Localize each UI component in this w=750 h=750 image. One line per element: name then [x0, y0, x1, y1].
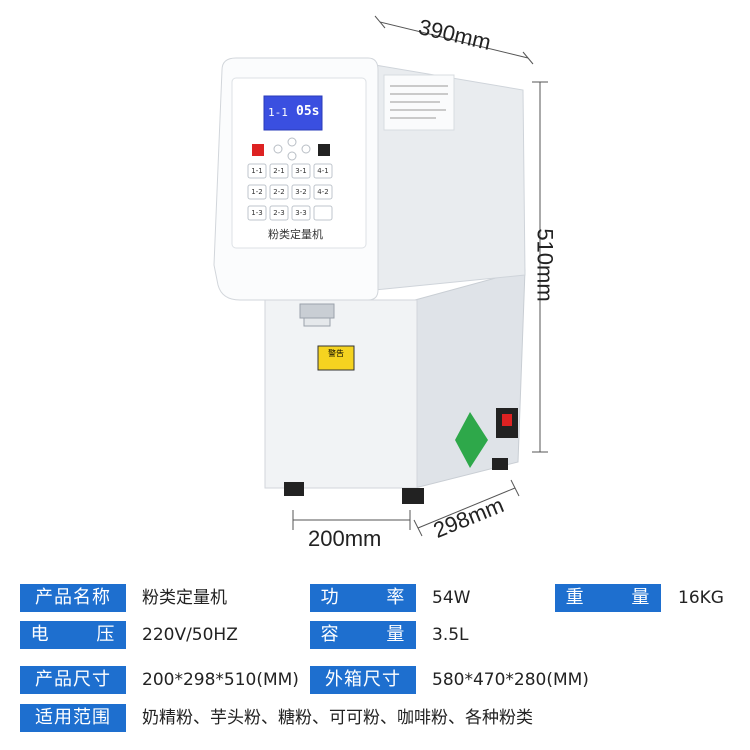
- voltage-label: 电 压: [20, 621, 126, 649]
- spec-row-3: 产品尺寸 200*298*510(MM) 外箱尺寸 580*470*280(MM…: [0, 666, 750, 694]
- lcd-screen: [263, 95, 323, 131]
- power-value: 54W: [432, 588, 471, 608]
- product-size-value: 200*298*510(MM): [142, 670, 299, 690]
- key-3-2[interactable]: 3-2: [295, 188, 307, 196]
- key-2-3[interactable]: 2-3: [273, 209, 285, 217]
- usage-value: 奶精粉、芋头粉、糖粉、可可粉、咖啡粉、各种粉类: [142, 708, 533, 728]
- foot: [492, 458, 508, 470]
- key-1-3[interactable]: 1-3: [251, 209, 263, 217]
- key-2-2[interactable]: 2-2: [273, 188, 285, 196]
- spec-row-4: 适用范围 奶精粉、芋头粉、糖粉、可可粉、咖啡粉、各种粉类: [0, 704, 750, 732]
- product-name-label: 产品名称: [20, 584, 126, 612]
- panel-name: 粉类定量机: [268, 228, 323, 241]
- weight-value: 16KG: [678, 588, 724, 608]
- capacity-label: 容 量: [310, 621, 416, 649]
- warning-sticker: [317, 345, 355, 371]
- lcd-left-text: 1-1: [268, 106, 288, 119]
- qualified-sticker: [455, 412, 488, 468]
- black-button: [318, 144, 330, 156]
- base-width-dimension: 200mm: [308, 526, 382, 551]
- key-4-2[interactable]: 4-2: [317, 188, 329, 196]
- key-3-1[interactable]: 3-1: [295, 167, 307, 175]
- product-name-value: 粉类定量机: [142, 588, 227, 608]
- lcd-right-text: 05s: [296, 104, 320, 119]
- key-4-1[interactable]: 4-1: [317, 167, 329, 175]
- power-label: 功 率: [310, 584, 416, 612]
- machine-drawing: [213, 15, 548, 537]
- usage-label: 适用范围: [20, 704, 126, 732]
- foot: [284, 482, 304, 496]
- product-illustration: 1-1 05s 1-1 2-1 3-1 4-1 1-2 2-2 3-2 4-2 1-3 2-3 3-…: [213, 14, 558, 551]
- key-1-2[interactable]: 1-2: [251, 188, 263, 196]
- depth-dim-line: [417, 487, 516, 529]
- weight-label: 重 量: [555, 584, 661, 612]
- key-3-3[interactable]: 3-3: [295, 209, 307, 217]
- height-dimension: 510mm: [532, 228, 558, 302]
- box-size-value: 580*470*280(MM): [432, 670, 589, 690]
- capacity-value: 3.5L: [432, 625, 469, 645]
- product-size-label: 产品尺寸: [20, 666, 126, 694]
- key-1-1[interactable]: 1-1: [251, 167, 263, 175]
- red-button: [252, 144, 264, 156]
- box-size-label: 外箱尺寸: [310, 666, 416, 694]
- width-dim-line: [379, 21, 529, 59]
- key-2-1[interactable]: 2-1: [273, 167, 285, 175]
- foot: [402, 488, 424, 504]
- spec-row-2: 电 压 220V/50HZ 容 量 3.5L: [0, 621, 750, 649]
- warning-label: 警告: [328, 349, 344, 358]
- voltage-value: 220V/50HZ: [142, 625, 238, 645]
- spec-row-1: 产品名称 粉类定量机 功 率 54W 重 量 16KG: [0, 584, 750, 612]
